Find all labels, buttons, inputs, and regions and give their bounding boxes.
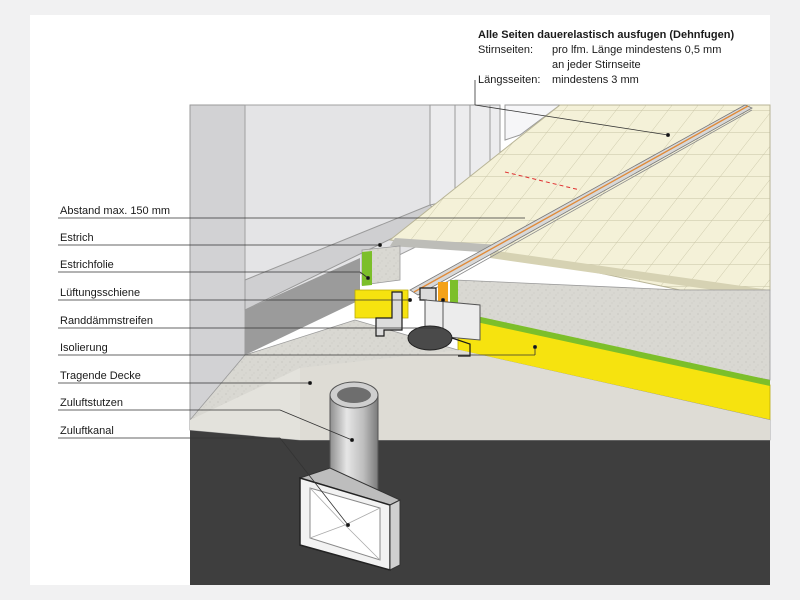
label-ventilation-rail: Lüftungsschiene: [60, 287, 141, 299]
label-insulation: Isolierung: [60, 342, 108, 354]
note-row-1-key: Stirnseiten:: [478, 44, 534, 56]
note-row-2-value: an jeder Stirnseite: [552, 59, 641, 71]
bearing-slab-left: [190, 368, 300, 440]
label-screed: Estrich: [60, 232, 94, 244]
tile-front-edge: [490, 250, 770, 298]
wall-base-dark: [245, 258, 360, 355]
bearing-slab-front: [300, 350, 770, 440]
note-row-3-key: Längsseiten:: [478, 74, 541, 86]
estrich-top: [390, 238, 500, 253]
note-title: Alle Seiten dauerelastisch ausfugen (Deh…: [478, 29, 735, 41]
ventilation-rail-profile: [375, 291, 403, 337]
ground-area-right: [300, 440, 770, 585]
note-row-3-value: mindestens 3 mm: [552, 74, 639, 86]
label-screed-foil: Estrichfolie: [60, 259, 114, 271]
label-edge-strip: Randdämmstreifen: [60, 315, 153, 327]
label-bearing-slab: Tragende Decke: [60, 370, 141, 382]
ventilation-rail-strip: [409, 104, 753, 296]
estrich-foil-left: [362, 251, 372, 286]
insulation-foil-top: [458, 312, 770, 386]
label-distance: Abstand max. 150 mm: [60, 205, 171, 217]
ground-area: [190, 430, 300, 585]
label-supply-stub: Zuluftstutzen: [60, 397, 123, 409]
label-supply-duct: Zuluftkanal: [60, 425, 114, 437]
distance-marker: [504, 171, 581, 191]
duct-outlet-hole: [407, 325, 453, 351]
window-pane: [504, 104, 562, 141]
note-row-1-value: pro lfm. Länge mindestens 0,5 mm: [552, 44, 722, 56]
leader-lines: [58, 80, 671, 528]
